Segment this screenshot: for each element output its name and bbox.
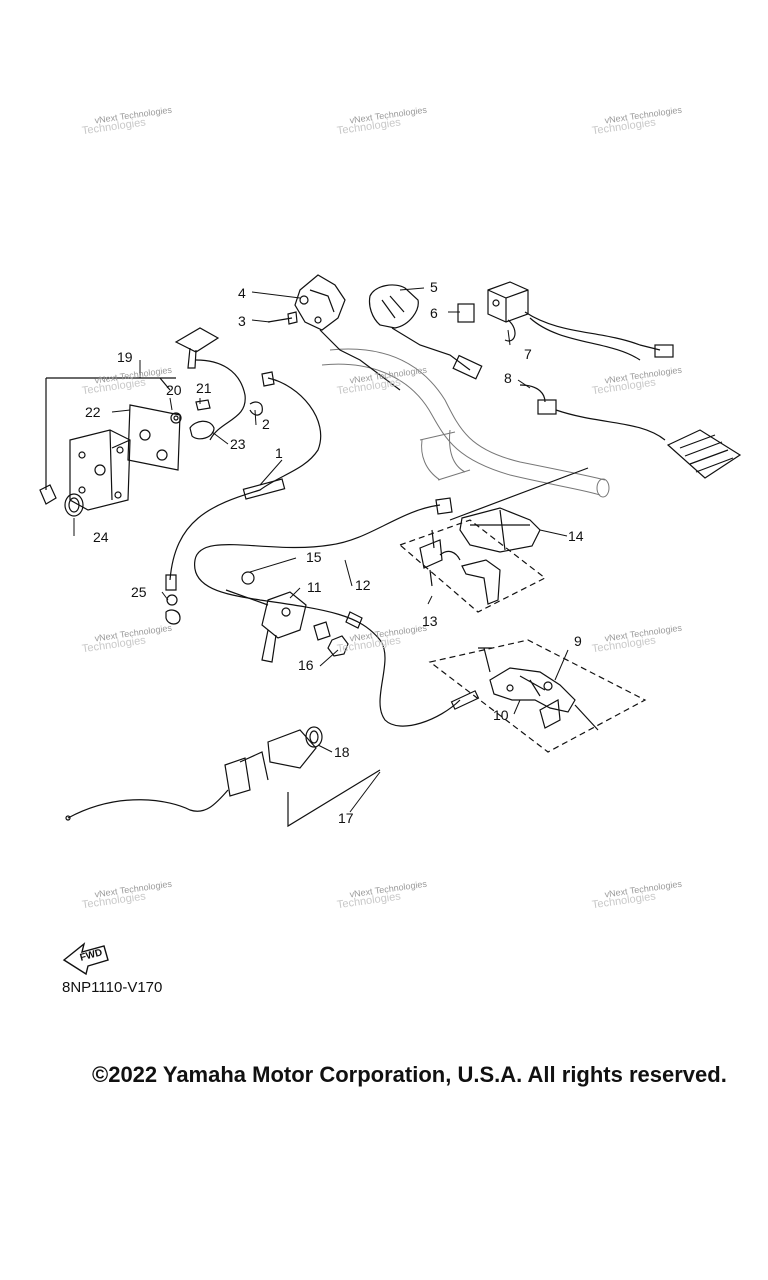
- brake-lever-assembly-group: [428, 639, 647, 753]
- copyright-notice: ©2022 Yamaha Motor Corporation, U.S.A. A…: [92, 1062, 727, 1087]
- throttle-housing: [294, 274, 401, 391]
- diagram-code: 8NP1110-V170: [62, 979, 163, 996]
- callout-11: 11: [307, 579, 322, 595]
- cable-adjuster: [242, 478, 286, 500]
- parking-brake-lever: [419, 529, 501, 605]
- cable-adjuster: [450, 690, 480, 710]
- nut: [327, 635, 349, 657]
- cable-end: [261, 371, 275, 387]
- callout-24: 24: [93, 529, 109, 545]
- callout-2: 2: [262, 416, 270, 432]
- callout-6: 6: [430, 305, 438, 321]
- handlebar-switch: [368, 284, 483, 380]
- choke-bracket-group: [287, 769, 381, 828]
- cable-end: [165, 574, 177, 591]
- callout-16: 16: [298, 657, 314, 673]
- brake-lever-holder: [478, 647, 599, 731]
- callout-10: 10: [493, 707, 509, 723]
- callout-4: 4: [238, 285, 246, 301]
- callout-12: 12: [355, 577, 371, 593]
- screw: [267, 311, 298, 325]
- callout-19: 19: [117, 349, 133, 365]
- callout-8: 8: [504, 370, 512, 386]
- callout-25: 25: [131, 584, 147, 600]
- leader-lines: [73, 287, 569, 813]
- callout-23: 23: [230, 436, 246, 452]
- callout-1: 1: [275, 445, 283, 461]
- callout-15: 15: [306, 549, 322, 565]
- callout-21: 21: [196, 380, 212, 396]
- callout-9: 9: [574, 633, 582, 649]
- cable-boot: [165, 594, 181, 625]
- callout-5: 5: [430, 279, 438, 295]
- callout-13: 13: [422, 613, 438, 629]
- callout-14: 14: [568, 528, 584, 544]
- callout-7: 7: [524, 346, 532, 362]
- callout-22: 22: [85, 404, 101, 420]
- grip-warmer: [519, 384, 742, 479]
- cable-end: [345, 611, 363, 629]
- parking-brake-group: [398, 519, 547, 613]
- throttle-cable: [169, 377, 322, 581]
- warmer-switch: [487, 281, 674, 361]
- bolt: [241, 571, 255, 585]
- clip: [249, 401, 263, 416]
- spacer: [313, 621, 331, 641]
- callout-20: 20: [166, 382, 182, 398]
- decal: [457, 303, 475, 323]
- brake-light-switch: [225, 589, 307, 663]
- choke-cable-assembly: [65, 726, 323, 821]
- callout-17: 17: [338, 810, 354, 826]
- fwd-arrow-icon: [62, 942, 109, 976]
- hand-guard: [449, 467, 589, 553]
- callout-3: 3: [238, 313, 246, 329]
- choke-cable-handle: [174, 327, 246, 441]
- choke-bracket: [39, 377, 215, 517]
- callout-18: 18: [334, 744, 350, 760]
- handlebar: [321, 348, 610, 498]
- cable-end: [435, 497, 453, 515]
